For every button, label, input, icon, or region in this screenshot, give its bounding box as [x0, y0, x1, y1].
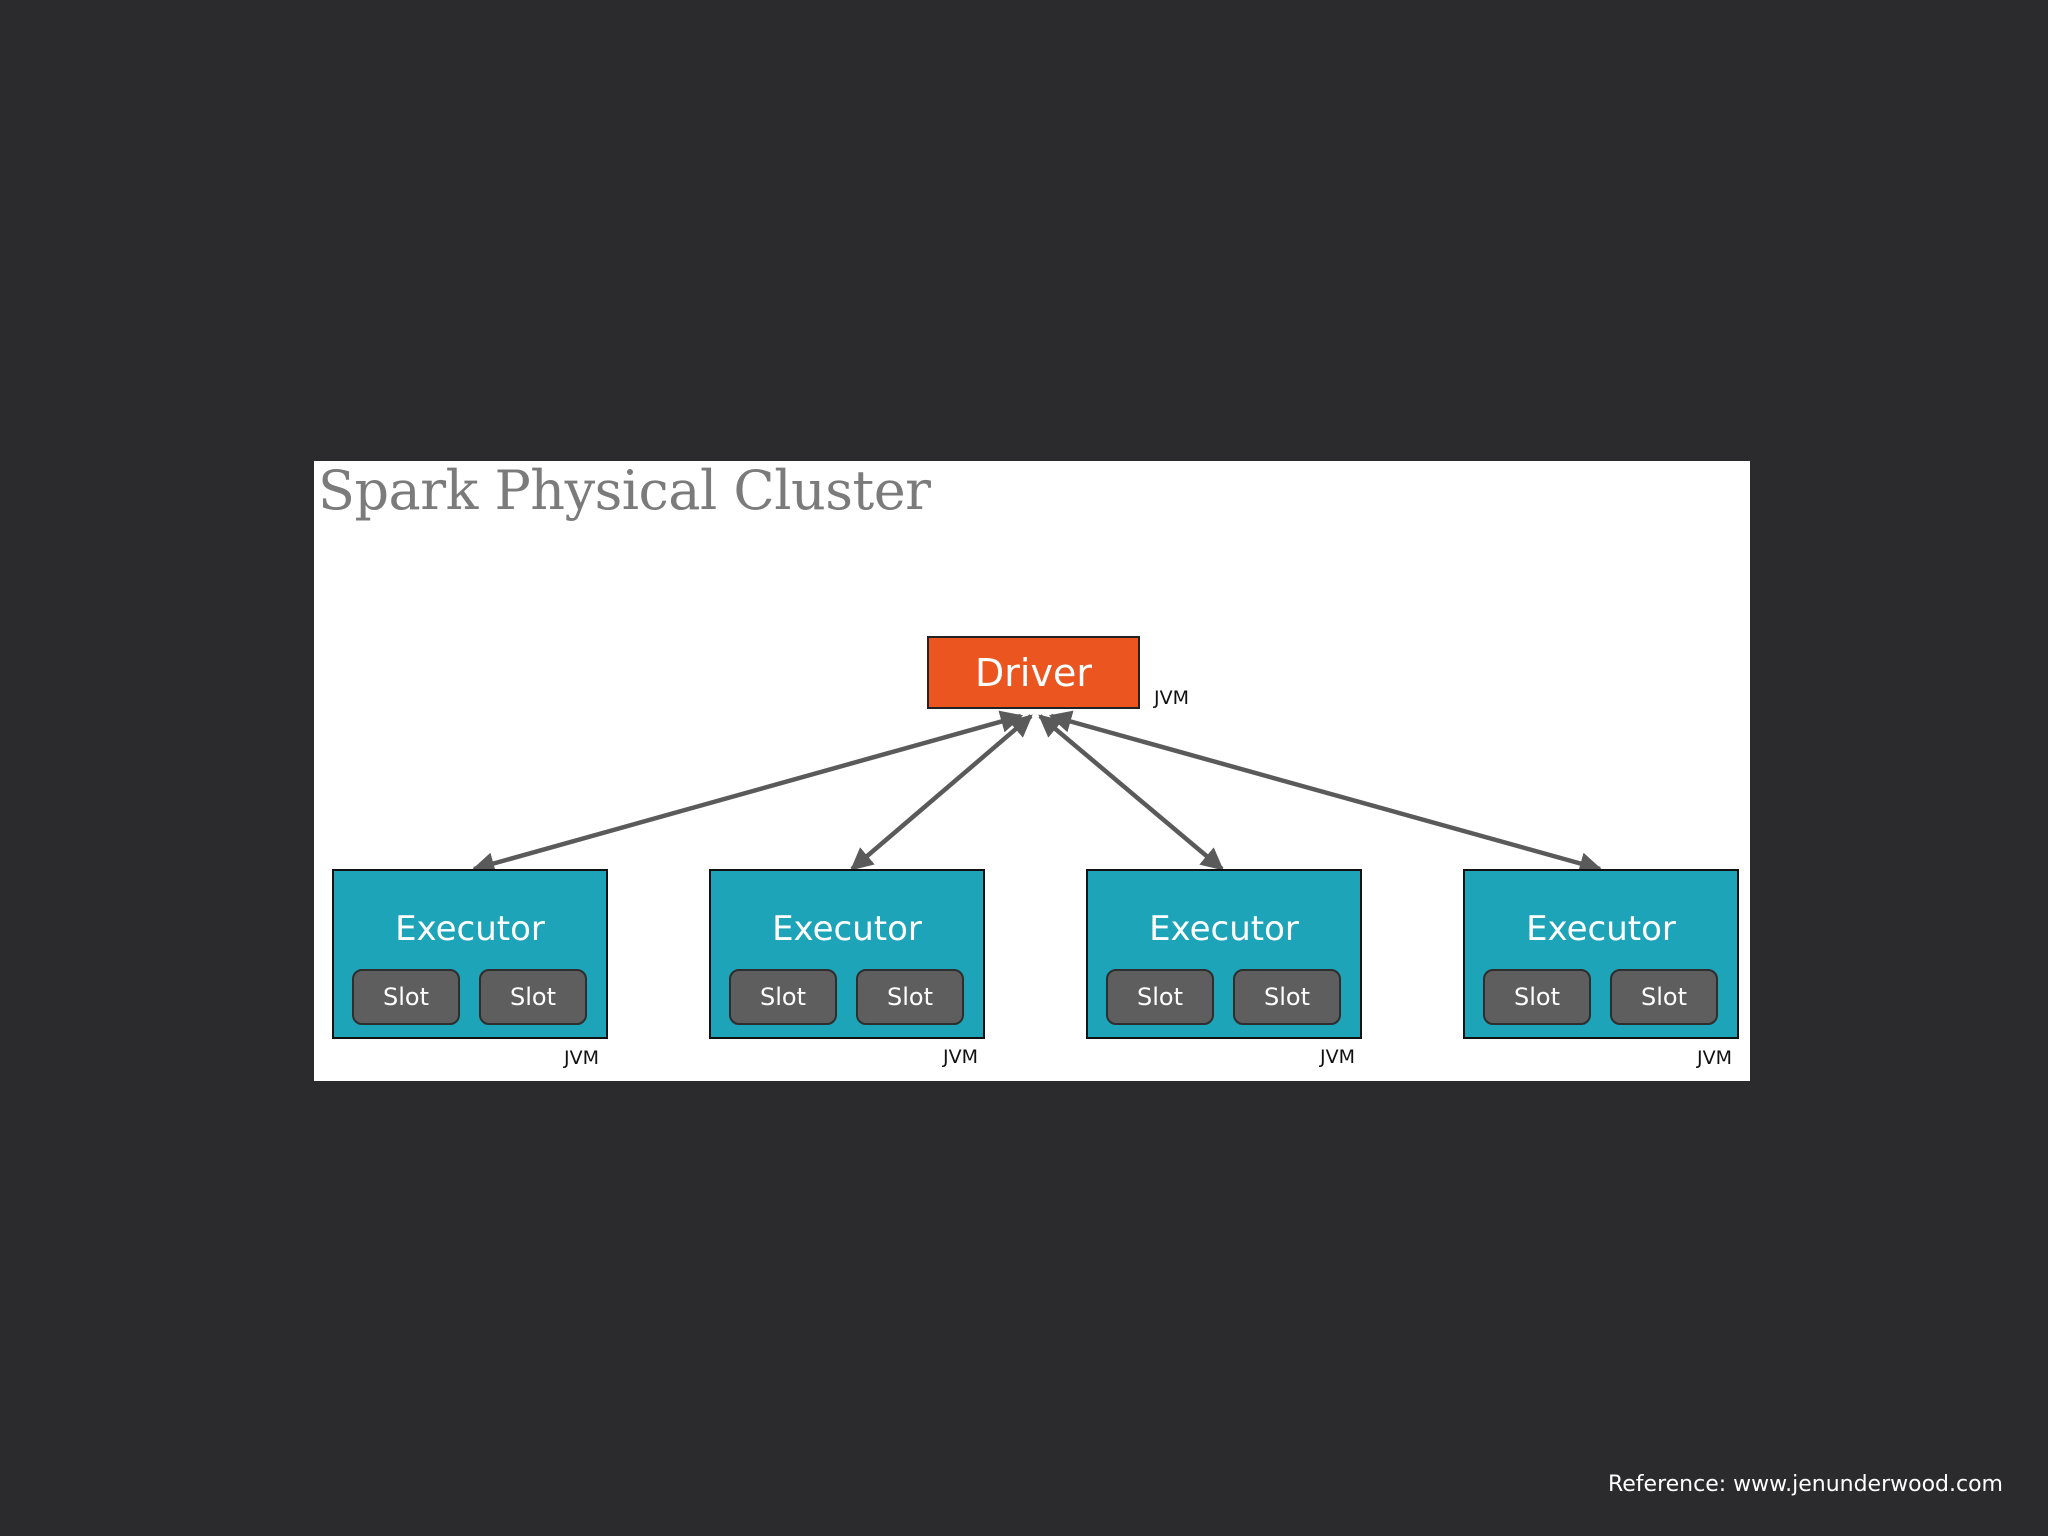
executor-box-2: Executor Slot Slot — [709, 869, 985, 1039]
reference-footer: Reference: www.jenunderwood.com — [1607, 1472, 2003, 1497]
slot-box: Slot — [352, 969, 460, 1025]
slot-box: Slot — [1610, 969, 1718, 1025]
executor-label: Executor — [1149, 909, 1299, 949]
executor-box-3: Executor Slot Slot — [1086, 869, 1362, 1039]
slot-box: Slot — [1106, 969, 1214, 1025]
driver-box: Driver — [927, 636, 1140, 709]
slot-box: Slot — [1233, 969, 1341, 1025]
arrow-driver-executor-2 — [850, 714, 1033, 871]
slot-box: Slot — [729, 969, 837, 1025]
executor-label: Executor — [395, 909, 545, 949]
executor-box-4: Executor Slot Slot — [1463, 869, 1739, 1039]
connection-arrows — [471, 710, 1603, 875]
slide-title: Spark Physical Cluster — [318, 459, 931, 522]
arrow-driver-executor-4 — [1048, 710, 1603, 875]
executor-label: Executor — [1526, 909, 1676, 949]
diagram-panel: Spark Physical Cluster Driver JVM Execut… — [314, 461, 1750, 1081]
executor-box-1: Executor Slot Slot — [332, 869, 608, 1039]
executor-jvm-label-3: JVM — [1320, 1046, 1355, 1068]
slot-box: Slot — [479, 969, 587, 1025]
executor-jvm-label-1: JVM — [564, 1047, 599, 1069]
executor-label: Executor — [772, 909, 922, 949]
slot-box: Slot — [856, 969, 964, 1025]
driver-jvm-label: JVM — [1154, 687, 1189, 709]
executor-jvm-label-4: JVM — [1697, 1047, 1732, 1069]
slot-box: Slot — [1483, 969, 1591, 1025]
executor-jvm-label-2: JVM — [943, 1046, 978, 1068]
